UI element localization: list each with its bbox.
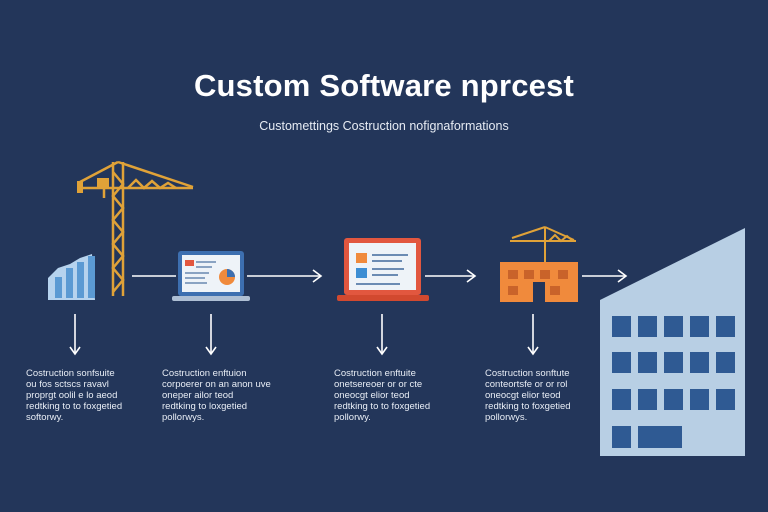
step-text-line: redtking to to foxgetied (26, 401, 123, 412)
step-text-line: redtking to to foxgetied (334, 401, 431, 412)
step-text-line: Costruction enftuite (334, 368, 416, 379)
flow-arrow-3 (425, 269, 477, 283)
step-description-4: Costruction sonftute conteortsfe or or r… (485, 368, 613, 423)
step-text-line: redtking to loxgetied (162, 401, 248, 412)
step-text-line: pollorwys. (162, 412, 205, 423)
step-text-line: Costruction sonftute (485, 368, 570, 379)
step-text-line: corpoerer on an anon uve (162, 379, 271, 390)
office-tower-icon (600, 228, 745, 456)
flow-arrow-4 (582, 269, 628, 283)
step-text-line: Costruction sonfsuite (26, 368, 115, 379)
step-text-line: pollorwy. (334, 412, 371, 423)
step-text-line: conteortsfe or or rol (485, 379, 568, 390)
step-text-line: oneper ailor teod (162, 390, 234, 401)
step-text-line: softorwy. (26, 412, 64, 423)
laptop-document-icon (337, 238, 429, 301)
step-text-line: redtking to foxgetied (485, 401, 571, 412)
page-subtitle: Customettings Costruction nofignaformati… (259, 119, 509, 133)
step-description-1: Costruction sonfsuite ou fos sctscs rava… (26, 368, 154, 423)
step-text-line: onetsereoer or or cte (334, 379, 423, 390)
step-text-line: proprgt oolil e lo aeod (26, 390, 118, 401)
step-description-3: Costruction enftuite onetsereoer or or c… (334, 368, 462, 423)
step-text-line: oneocgt elior teod (485, 390, 561, 401)
flow-arrow-2 (247, 269, 323, 283)
building-crane-icon (500, 226, 578, 302)
page-title: Custom Software nprcest (193, 68, 575, 103)
down-arrow-2 (205, 314, 217, 356)
step-text-line: Costruction enftuion (162, 368, 247, 379)
down-arrow-1 (69, 314, 81, 356)
step-text-line: ou fos sctscs ravavl (26, 379, 109, 390)
step-description-2: Costruction enftuion corpoerer on an ano… (162, 368, 290, 423)
step-text-line: pollorwys. (485, 412, 528, 423)
step-text-line: oneocgt elior teod (334, 390, 410, 401)
crane-chart-icon (48, 160, 194, 300)
down-arrow-4 (527, 314, 539, 356)
down-arrow-3 (376, 314, 388, 356)
laptop-dashboard-icon (172, 251, 250, 301)
